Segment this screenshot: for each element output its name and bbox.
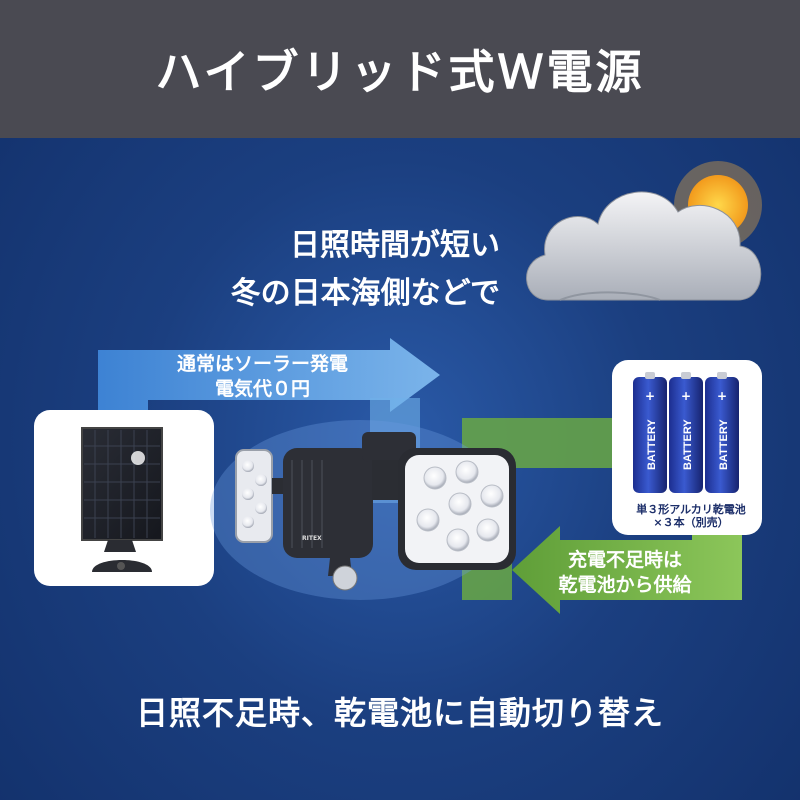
- battery-plus-sign: +: [681, 389, 691, 403]
- battery-label: BATTERY: [682, 419, 694, 470]
- solar-path-line2: 電気代０円: [214, 378, 310, 400]
- battery-path-line2: 乾電池から供給: [558, 574, 692, 596]
- battery-label: BATTERY: [718, 419, 730, 470]
- footer-caption: 日照不足時、乾電池に自動切り替え: [135, 694, 664, 732]
- solar-path-label: 通常はソーラー発電 電気代０円: [150, 352, 375, 402]
- led-light-body: [272, 432, 416, 591]
- cloud-icon: [526, 191, 762, 301]
- battery-icon: [633, 372, 739, 493]
- cloud-caption: 日照時間が短い 冬の日本海側などで: [210, 222, 500, 318]
- battery-label: BATTERY: [646, 419, 658, 470]
- battery-caption-line1: 単３形アルカリ乾電池: [636, 503, 746, 516]
- battery-path-label: 充電不足時は 乾電池から供給: [530, 548, 720, 598]
- header-bar: ハイブリッド式Ｗ電源: [0, 0, 800, 138]
- led-light-right-head: [398, 448, 516, 570]
- battery-caption-line2: ×３本（別売）: [653, 516, 729, 529]
- solar-panel-icon: [81, 427, 163, 572]
- battery-plus-sign: +: [717, 389, 727, 403]
- led-light-left-head: [235, 449, 273, 543]
- cloud-caption-line2: 冬の日本海側などで: [230, 276, 500, 311]
- battery-plus-sign: +: [645, 389, 655, 403]
- cloud-caption-line1: 日照時間が短い: [290, 228, 500, 263]
- battery-path-line1: 充電不足時は: [567, 549, 682, 571]
- brand-logo: RITEX: [302, 535, 322, 542]
- solar-path-line1: 通常はソーラー発電: [176, 353, 348, 375]
- battery-caption: 単３形アルカリ乾電池 ×３本（別売）: [616, 503, 766, 529]
- page-title: ハイブリッド式Ｗ電源: [155, 45, 645, 99]
